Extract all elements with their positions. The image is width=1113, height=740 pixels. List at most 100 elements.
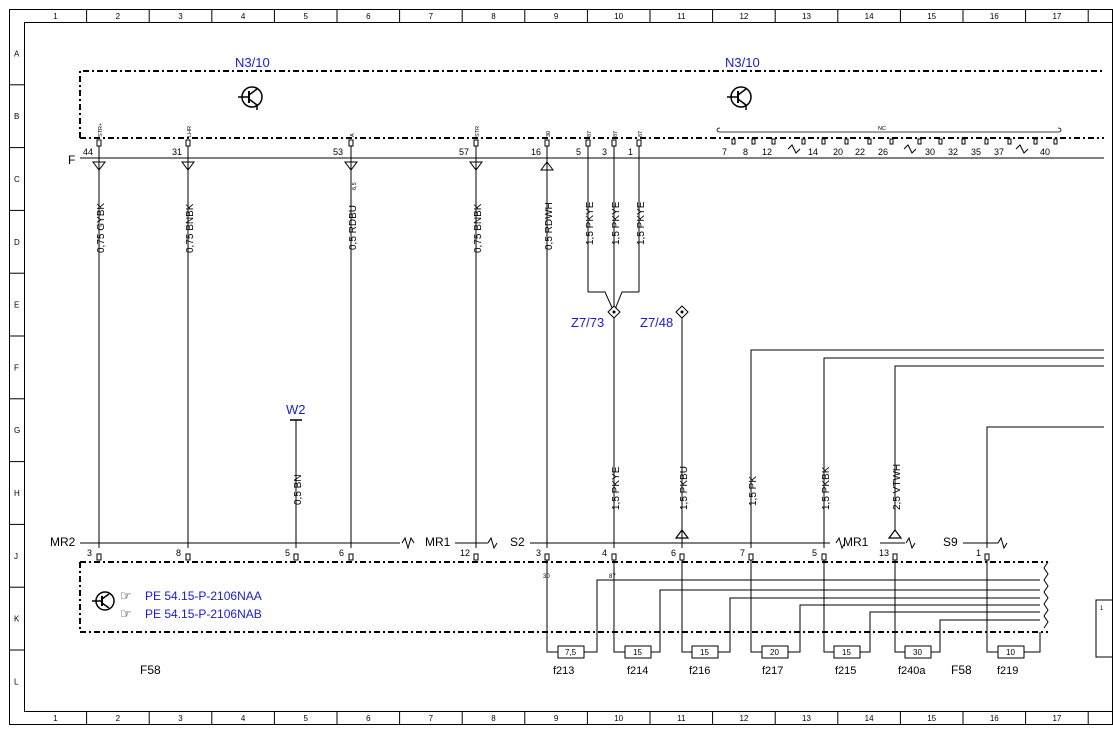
svg-text:STR: STR: [475, 126, 481, 137]
f58-box-right-edge: [1043, 561, 1049, 629]
svg-text:87: 87: [638, 131, 644, 137]
column-number: 1: [53, 714, 58, 723]
svg-text:4: 4: [602, 548, 607, 558]
wire-inline-label: 6,5: [352, 182, 358, 190]
row-letter: A: [14, 49, 20, 58]
f58-internal-wiring: [546, 560, 1040, 632]
transistor-icon: [238, 86, 263, 110]
column-number: 2: [116, 12, 121, 21]
column-number: 3: [178, 12, 183, 21]
f58-left-label: F58: [140, 663, 161, 677]
connector-mr1-left-label: MR1: [425, 535, 451, 549]
column-number: 9: [554, 714, 559, 723]
pin-3: 87 3: [602, 131, 619, 157]
row-letter: E: [14, 301, 19, 310]
svg-text:35: 35: [971, 147, 981, 157]
row-letter: H: [14, 489, 20, 498]
z7-73-label: Z7/73: [571, 315, 604, 330]
connector-s2-label: S2: [510, 535, 525, 549]
wire-label: 0,5 RDBU: [348, 205, 359, 250]
svg-text:37: 37: [994, 147, 1004, 157]
n3-10-right-label: N3/10: [725, 55, 760, 70]
pin-1: 87 1: [628, 131, 644, 157]
right-wires: [750, 349, 1104, 548]
wire-label: 1,5 PKYE: [636, 201, 647, 245]
column-number: 13: [802, 12, 811, 21]
fuse-f215: 15 f215: [823, 632, 871, 677]
svg-text:15: 15: [700, 648, 709, 657]
svg-text:STR+: STR+: [98, 123, 104, 137]
reference-link[interactable]: PE 54.15-P-2106NAA: [145, 589, 262, 603]
lower-pins: 3 8 5 6 12 3 4 6 7 5 30 87 13 1: [87, 548, 990, 580]
svg-text:8: 8: [176, 548, 181, 558]
svg-text:1: 1: [628, 147, 633, 157]
column-number: 15: [927, 12, 936, 21]
wire-label: 1,5 PKBK: [821, 466, 832, 510]
svg-text:57: 57: [459, 147, 469, 157]
row-letter: G: [14, 426, 20, 435]
splice-z7-73: [607, 305, 621, 319]
svg-text:20: 20: [770, 648, 779, 657]
column-number: 10: [614, 12, 623, 21]
column-number: 6: [366, 714, 371, 723]
transistor-icon: [92, 591, 115, 611]
column-number: 5: [303, 714, 308, 723]
svg-text:8: 8: [743, 147, 748, 157]
lower-connectors: [80, 536, 1008, 550]
svg-text:LHR: LHR: [187, 126, 193, 137]
connector-mr1-right-label: MR1: [843, 535, 869, 549]
svg-text:f215: f215: [835, 665, 856, 677]
column-number: 16: [990, 714, 999, 723]
wire-label: 1,5 PKYE: [585, 201, 596, 245]
fuse-f217: 20 f217: [750, 632, 801, 677]
fuse-f219: 10 f219: [986, 632, 1041, 677]
edge-reference-label: 1: [1100, 606, 1104, 612]
column-number: 5: [303, 12, 308, 21]
wire-label: 2,5 VTWH: [892, 464, 903, 510]
column-number: 4: [241, 714, 246, 723]
pin-5: 87 5: [576, 131, 593, 157]
svg-text:87: 87: [609, 574, 616, 580]
wire-label: 0,75 BNBK: [473, 203, 484, 253]
svg-text:20: 20: [833, 147, 843, 157]
row-letter: D: [14, 238, 20, 247]
svg-text:13: 13: [879, 548, 889, 558]
pin-direction-markers: [92, 161, 554, 171]
svg-text:30: 30: [925, 147, 935, 157]
transistor-icon: [727, 86, 752, 110]
column-number: 8: [491, 12, 496, 21]
svg-text:f217: f217: [762, 665, 783, 677]
svg-text:31: 31: [172, 147, 182, 157]
f58-right-label: F58: [951, 663, 972, 677]
svg-text:5: 5: [285, 548, 290, 558]
svg-text:10: 10: [1006, 648, 1015, 657]
svg-text:5: 5: [812, 548, 817, 558]
svg-text:3: 3: [602, 147, 607, 157]
w2-label: W2: [286, 402, 306, 417]
svg-text:7,5: 7,5: [565, 648, 577, 657]
svg-text:30: 30: [546, 131, 552, 137]
upper-wires: [98, 146, 640, 548]
svg-text:30: 30: [913, 648, 922, 657]
fuse-f213: 7,5 f213: [546, 632, 598, 677]
svg-text:f213: f213: [553, 665, 574, 677]
svg-text:6: 6: [339, 548, 344, 558]
svg-text:87: 87: [613, 131, 619, 137]
hand-pointer-icon: ☞: [120, 589, 132, 604]
column-number: 14: [865, 12, 874, 21]
svg-text:3: 3: [87, 548, 92, 558]
pin-57: STR 57: [459, 126, 481, 157]
column-number: 11: [677, 12, 686, 21]
column-number: 13: [802, 714, 811, 723]
wire-label: 0,75 BNBK: [185, 203, 196, 253]
svg-text:3: 3: [536, 548, 541, 558]
fuse-f214: 15 f214: [613, 632, 661, 677]
column-number: 7: [429, 714, 434, 723]
reference-link[interactable]: PE 54.15-P-2106NAB: [145, 607, 262, 621]
svg-text:87: 87: [587, 131, 593, 137]
wire-label: 1,5 PKYE: [611, 201, 622, 245]
